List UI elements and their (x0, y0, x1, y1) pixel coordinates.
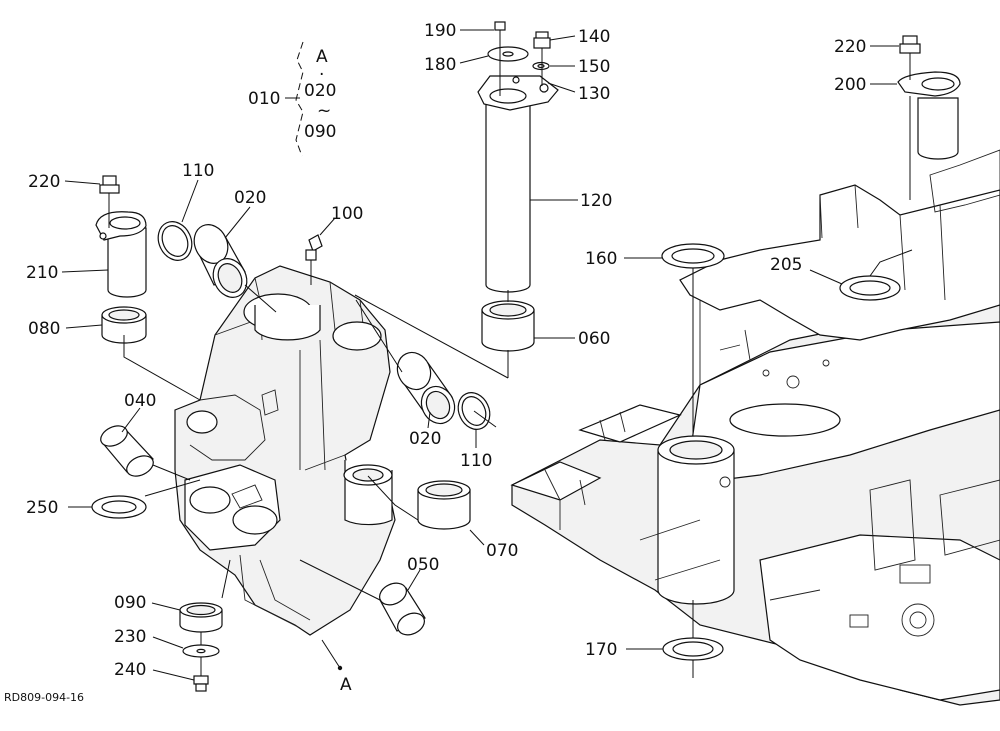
part-090-bushing (179, 602, 223, 633)
label-210: 210 (26, 263, 58, 283)
label-020-lower: 020 (409, 429, 441, 449)
kit-ref: 010 (248, 89, 280, 109)
label-110-upper: 110 (182, 161, 214, 181)
label-100: 100 (331, 204, 363, 224)
part-220-bolt-left (99, 175, 120, 212)
part-050-bushing (379, 582, 426, 636)
part-150-washer (532, 61, 550, 71)
label-020-upper: 020 (234, 188, 266, 208)
label-250: 250 (26, 498, 58, 518)
swing-bracket (174, 265, 396, 636)
part-170-washer (662, 637, 724, 661)
part-200-pin (897, 71, 961, 160)
label-110-lower: 110 (460, 451, 492, 471)
label-120: 120 (580, 191, 612, 211)
kit-tilde: ~ (317, 101, 331, 121)
part-020-bushing-lower (396, 351, 456, 425)
label-140: 140 (578, 27, 610, 47)
kit-letter: A (316, 47, 328, 67)
part-180-plate (487, 46, 529, 62)
part-070-bushing (417, 480, 471, 530)
label-080: 080 (28, 319, 60, 339)
label-150: 150 (578, 57, 610, 77)
label-230: 230 (114, 627, 146, 647)
part-220-bolt-right (899, 35, 921, 70)
part-210-sleeve (95, 211, 147, 298)
kit-from: 020 (304, 81, 336, 101)
label-060: 060 (578, 329, 610, 349)
label-070: 070 (486, 541, 518, 561)
part-100-grease-fitting (305, 234, 323, 268)
part-190-bolt (494, 21, 506, 46)
part-120-pin (477, 75, 559, 293)
leader-lines (61, 29, 899, 681)
label-240: 240 (114, 660, 146, 680)
label-220-left: 220 (28, 172, 60, 192)
label-180: 180 (424, 55, 456, 75)
label-190: 190 (424, 21, 456, 41)
frame-assembly (510, 149, 1000, 706)
label-040: 040 (124, 391, 156, 411)
kit-note: A · 020 ~ 090 010 (248, 41, 336, 157)
part-250-washer (91, 495, 147, 519)
part-160-washer (661, 243, 725, 269)
part-060-bushing (481, 300, 535, 352)
part-080-bushing (101, 306, 147, 344)
label-220-right: 220 (834, 37, 866, 57)
part-040-bushing (100, 425, 154, 477)
bottom-marker-label: A (340, 675, 352, 695)
assembly-guide-lines (108, 46, 913, 678)
part-020-bushing-upper (193, 224, 248, 298)
label-050: 050 (407, 555, 439, 575)
part-205-washer (839, 275, 901, 301)
part-230-washer (182, 644, 220, 658)
label-170: 170 (585, 640, 617, 660)
part-240-bolt (193, 657, 209, 692)
part-140-bolt (533, 31, 551, 60)
kit-to: 090 (304, 122, 336, 142)
label-160: 160 (585, 249, 617, 269)
label-130: 130 (578, 84, 610, 104)
callout-labels: 190 140 180 150 130 220 200 220 110 020 … (4, 21, 866, 704)
drawing-id: RD809-094-16 (4, 691, 84, 704)
label-090: 090 (114, 593, 146, 613)
kit-dot: · (319, 65, 324, 85)
part-110-seal-upper (157, 221, 193, 261)
label-200: 200 (834, 75, 866, 95)
label-205: 205 (770, 255, 802, 275)
